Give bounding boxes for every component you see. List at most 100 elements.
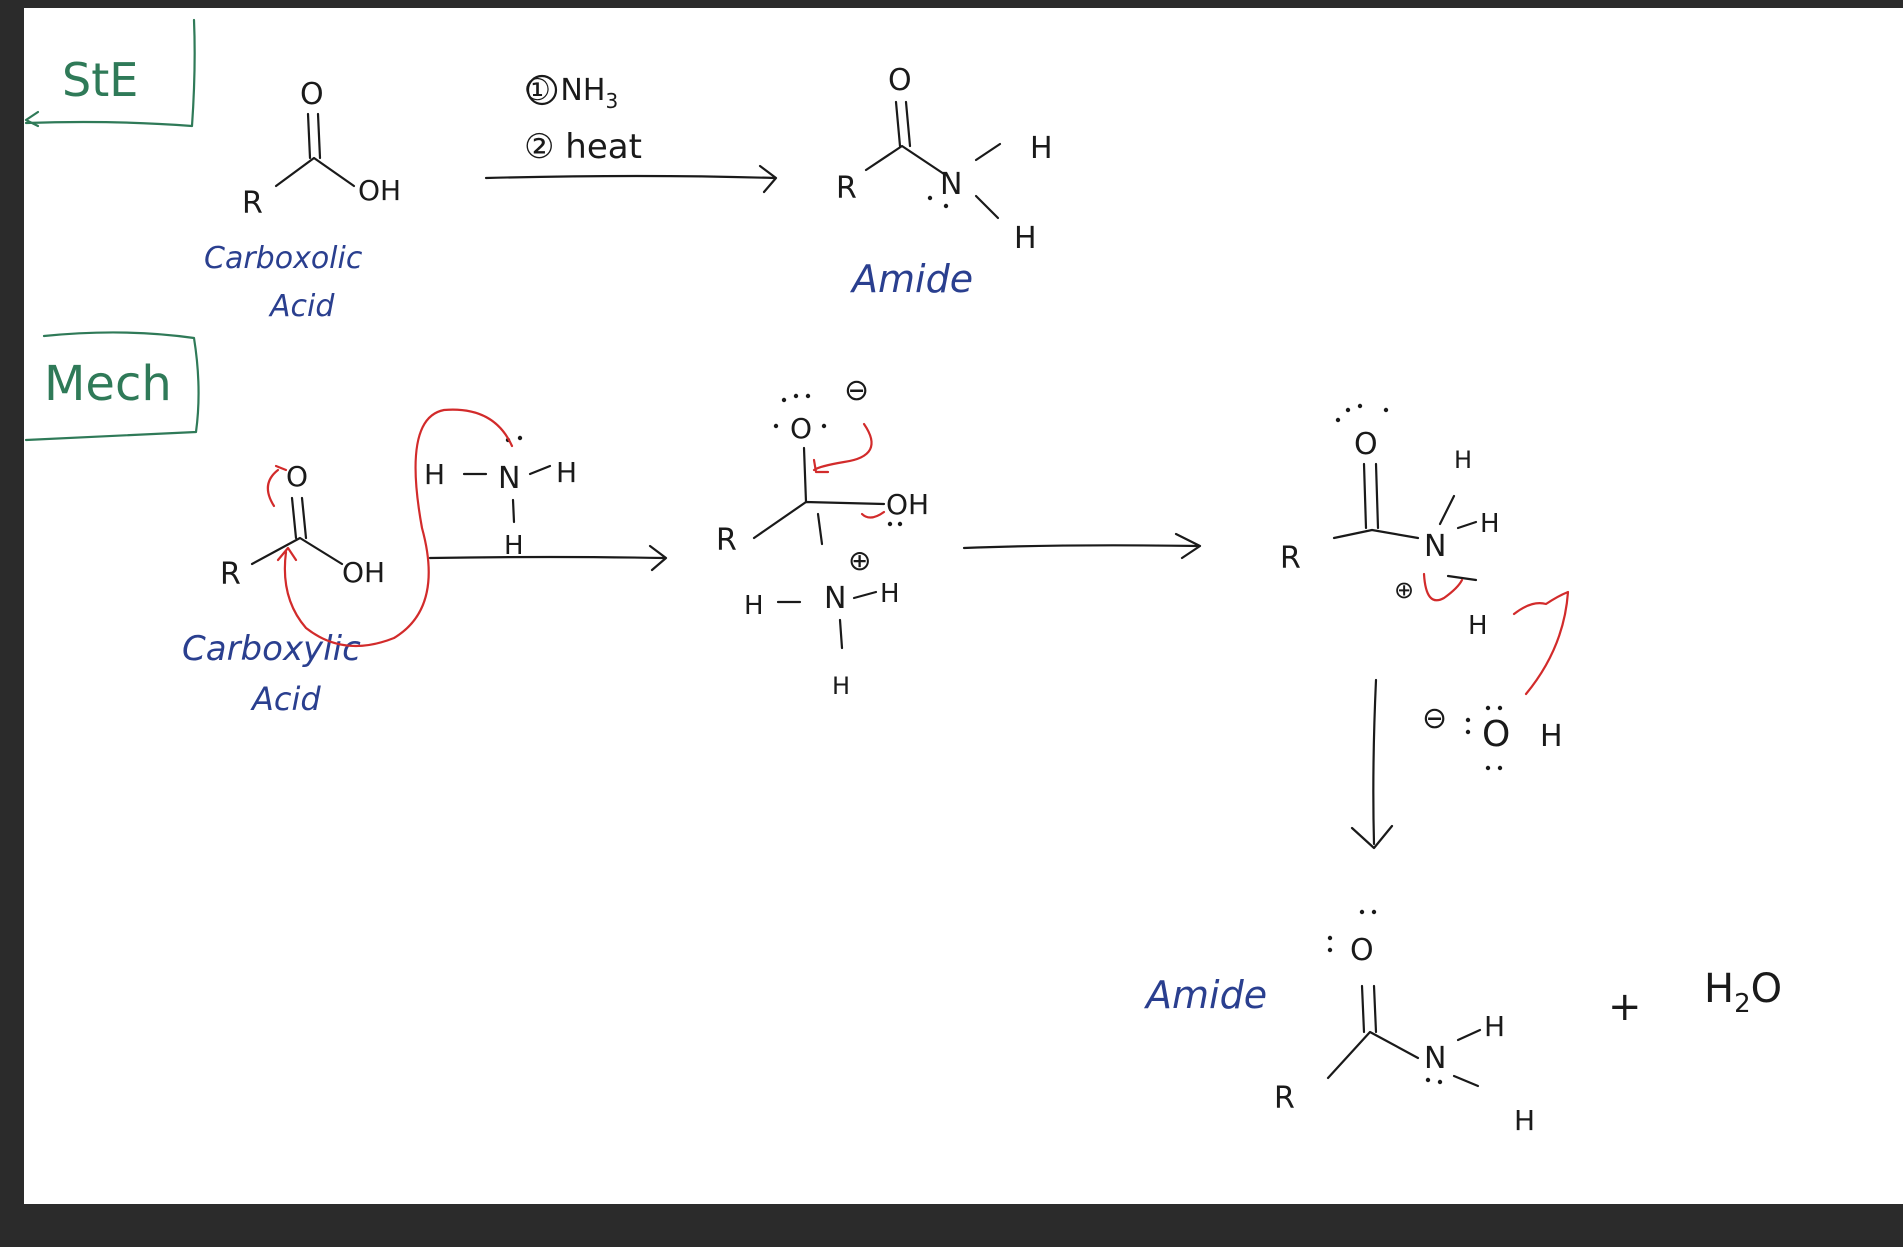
red-arrow-carbonyl-to-o <box>266 464 288 508</box>
nh3-n: N <box>498 461 520 496</box>
red-arrow-o-reform <box>812 422 873 474</box>
mech-acid-r: R <box>220 557 241 592</box>
protonated-amide: O R N H H ⊕ H <box>1280 403 1500 641</box>
tet-h-right: H <box>880 579 900 609</box>
final-h1: H <box>1484 1010 1505 1043</box>
prot-n-pos-charge: ⊕ <box>1394 576 1414 604</box>
water: H2O <box>1704 966 1782 1019</box>
lone-pair-dot <box>1359 909 1365 915</box>
lone-pair-dot <box>1357 403 1363 409</box>
mech-acid-name-line1: Carboxylic <box>182 629 361 669</box>
lone-pair-dot <box>1327 935 1333 941</box>
red-arrow-hydroxide-attack <box>1512 590 1570 696</box>
mech-acid-name-line2: Acid <box>250 680 321 718</box>
tet-cn-bond <box>816 512 824 546</box>
whiteboard-canvas: StE O R OH Carboxolic Acid ① NH3 ② heat … <box>24 8 1903 1204</box>
lone-pair-dot <box>1383 407 1389 413</box>
top-amide-name: Amide <box>849 257 973 301</box>
lone-pair-dot <box>1485 705 1491 711</box>
lone-pair-dot <box>773 423 779 429</box>
hydroxide-neg-charge: ⊖ <box>1422 701 1447 736</box>
tet-h-left: H <box>744 591 764 621</box>
top-amide-n: N <box>940 167 962 202</box>
top-reaction-arrow <box>484 164 778 194</box>
lone-pair-dot <box>517 435 523 441</box>
top-acid-r: R <box>242 186 263 221</box>
top-carboxylic-acid: O R OH Carboxolic Acid <box>204 77 401 324</box>
top-amide: O R N H H Amide <box>836 63 1053 301</box>
lone-pair-dot <box>805 393 811 399</box>
final-n: N <box>1424 1041 1446 1076</box>
lone-pair-dot <box>821 423 827 429</box>
nh3-h-down: H <box>504 531 524 561</box>
red-arrow-n-attack <box>276 408 514 648</box>
prot-r: R <box>1280 541 1301 576</box>
tet-n: N <box>824 581 846 616</box>
prot-nh-bond-right <box>1456 520 1478 530</box>
final-o: O <box>1350 933 1374 968</box>
ste-box-outline <box>24 18 196 128</box>
top-acid-name-line2: Acid <box>268 289 335 324</box>
reagent-circle-1 <box>526 74 558 106</box>
red-arrow-oh-leave <box>860 510 886 519</box>
nh3-h-left: H <box>424 458 445 491</box>
plus-sign: + <box>1608 984 1642 1030</box>
prot-backbone <box>1332 528 1420 540</box>
top-acid-carbonyl-o: O <box>300 77 324 112</box>
tetrahedral-intermediate: O ⊖ R OH ⊕ H N H H <box>716 373 929 700</box>
mech-box: Mech <box>24 331 200 442</box>
top-amide-h1: H <box>1030 131 1053 166</box>
tet-nh-bond-down <box>838 618 844 650</box>
red-arrow-nh-bond <box>1422 572 1464 602</box>
lone-pair-dot <box>1371 909 1377 915</box>
mech-box-outline <box>24 331 200 442</box>
prot-nh-bond-up <box>1438 494 1456 526</box>
final-amide-name: Amide <box>1143 973 1267 1017</box>
top-amide-backbone <box>864 144 946 176</box>
lone-pair-dot <box>1437 1079 1443 1085</box>
final-nh-bond-1 <box>1456 1028 1482 1042</box>
mech-label: Mech <box>44 356 172 412</box>
lone-pair-dot <box>1465 717 1471 723</box>
final-h2: H <box>1514 1104 1535 1137</box>
top-acid-double-bond <box>306 112 322 160</box>
tet-n-pos-charge: ⊕ <box>848 544 871 577</box>
lone-pair-dot <box>1465 729 1471 735</box>
mech-arrow-1 <box>428 544 668 572</box>
lone-pair-dot <box>887 521 893 527</box>
prot-h-down: H <box>1468 611 1488 641</box>
lone-pair-dot <box>1345 407 1351 413</box>
final-double-bond <box>1360 984 1378 1034</box>
top-amide-h2: H <box>1014 221 1037 256</box>
tet-h-down: H <box>832 672 850 700</box>
ste-box: StE <box>24 18 196 128</box>
nh3-bond-right <box>528 464 552 476</box>
lone-pair-dot <box>781 397 787 403</box>
top-acid-oh: OH <box>358 174 401 207</box>
prot-h-right: H <box>1480 509 1500 539</box>
top-acid-backbone <box>274 156 356 188</box>
mech-carboxylic-acid: O R OH Carboxylic Acid <box>182 460 385 718</box>
hydroxide-o: O <box>1482 714 1510 755</box>
tet-o: O <box>790 412 812 445</box>
prot-h-up: H <box>1454 446 1472 474</box>
top-acid-name-line1: Carboxolic <box>204 241 363 276</box>
mech-arrow-2 <box>962 532 1202 560</box>
lone-pair-dot <box>1425 1077 1431 1083</box>
reagent-step1: ① NH3 <box>524 73 618 113</box>
prot-nh-bond-down <box>1446 574 1478 582</box>
top-amide-carbonyl-o: O <box>888 63 912 98</box>
lone-pair-dot <box>1335 417 1341 423</box>
tet-co-bond <box>802 446 808 504</box>
top-amide-nh-bond-2 <box>974 194 1000 220</box>
lone-pair-dot <box>897 521 903 527</box>
mech-ammonia: H N H H <box>424 435 577 561</box>
ste-label: StE <box>62 53 138 107</box>
lone-pair-dot <box>793 393 799 399</box>
nh3-h-right: H <box>556 456 577 489</box>
lone-pair-dot <box>927 195 933 201</box>
final-r: R <box>1274 1081 1295 1116</box>
lone-pair-dot <box>943 203 949 209</box>
mech-acid-carbonyl-o: O <box>286 460 308 493</box>
tet-oh: OH <box>886 488 929 521</box>
